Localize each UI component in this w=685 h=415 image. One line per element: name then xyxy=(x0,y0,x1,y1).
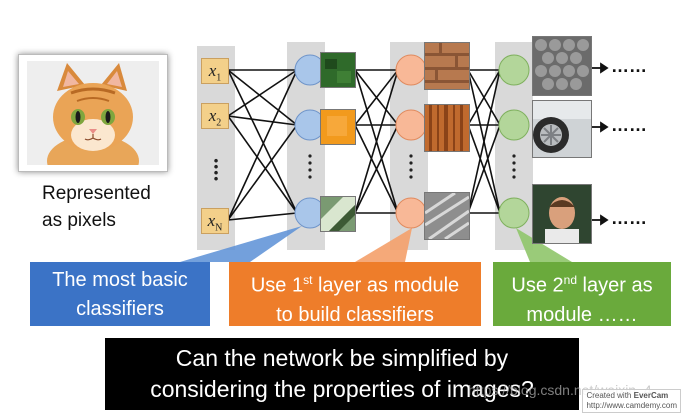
basic-callout-pointer xyxy=(180,226,302,262)
callout-basic-line-2: classifiers xyxy=(76,298,164,320)
callout-layer2-module: Use 2nd layer as module …… xyxy=(493,262,671,326)
feature-diagonal-edge xyxy=(320,196,356,232)
feature-car-wheel xyxy=(532,100,592,158)
output-ellipsis-2: …… xyxy=(611,115,647,135)
x2-label: x xyxy=(208,106,217,125)
xN-sub: N xyxy=(215,222,223,234)
callout-layer2-line-1: Use 2nd layer as xyxy=(493,266,671,301)
banner-line-2: considering the properties of images? xyxy=(150,376,534,402)
x1-label: x xyxy=(208,61,217,80)
callout-basic-classifiers: The most basic classifiers xyxy=(30,262,210,326)
caption-line-2: as pixels xyxy=(42,210,116,231)
callout-layer1-post: layer as module xyxy=(312,274,460,297)
callout-layer1-line-2: to build classifiers xyxy=(276,303,434,326)
callout-layer2-line-2: module …… xyxy=(526,303,638,326)
cat-photo-frame xyxy=(18,54,168,172)
layer3-neuron-2 xyxy=(498,109,530,141)
callout-layer1-sup: st xyxy=(303,273,313,287)
question-banner: Can the network be simplified by conside… xyxy=(105,338,579,410)
input-x2: x2 xyxy=(201,103,229,129)
callout-basic-line-1: The most basic xyxy=(52,269,188,291)
layer2-neuron-2 xyxy=(395,109,427,141)
banner-line-1: Can the network be simplified by xyxy=(175,345,509,371)
feature-dark-green xyxy=(320,52,356,88)
callout-layer1-module: Use 1st layer as module to build classif… xyxy=(229,262,481,326)
callout-layer2-sup: nd xyxy=(563,273,577,287)
output-ellipsis-3: …… xyxy=(611,208,647,228)
xN-label: x xyxy=(207,211,216,230)
watermark-url: http://www.camdemy.com xyxy=(586,401,677,410)
callout-layer2-pre: Use 2 xyxy=(511,274,564,297)
layer3-neuron-3 xyxy=(498,197,530,229)
layer2-neuron-3 xyxy=(395,197,427,229)
layer2-callout-pointer xyxy=(516,228,572,262)
callout-layer1-pre: Use 1 xyxy=(250,274,304,297)
input-caption: Represented as pixels xyxy=(42,180,151,234)
input-vertical-dots: ···· xyxy=(212,148,220,191)
output-ellipsis-1: …… xyxy=(611,56,647,76)
evercam-watermark: Created with EverCam http://www.camdemy.… xyxy=(582,389,681,413)
feature-wood-stripes xyxy=(424,104,470,152)
feature-brick-texture xyxy=(424,42,470,90)
layer2-neuron-1 xyxy=(395,54,427,86)
x2-sub: 2 xyxy=(216,117,222,129)
callout-layer2-post: layer as xyxy=(577,274,653,297)
layer1-callout-pointer xyxy=(355,228,412,262)
layer3-neuron-1 xyxy=(498,54,530,86)
cat-photo xyxy=(27,61,159,165)
caption-line-1: Represented xyxy=(42,183,151,204)
feature-honeycomb xyxy=(532,36,592,96)
input-x1: x1 xyxy=(201,58,229,84)
feature-diagonal-stripes xyxy=(424,192,470,240)
feature-orange xyxy=(320,109,356,145)
feature-face xyxy=(532,184,592,244)
layer-vertical-dots xyxy=(308,154,516,179)
callout-layer1-line-1: Use 1st layer as module xyxy=(229,266,481,301)
watermark-brand: EverCam xyxy=(633,391,669,400)
watermark-created: Created with xyxy=(586,391,632,400)
x1-sub: 1 xyxy=(216,72,222,84)
input-xN: xN xyxy=(201,208,229,234)
